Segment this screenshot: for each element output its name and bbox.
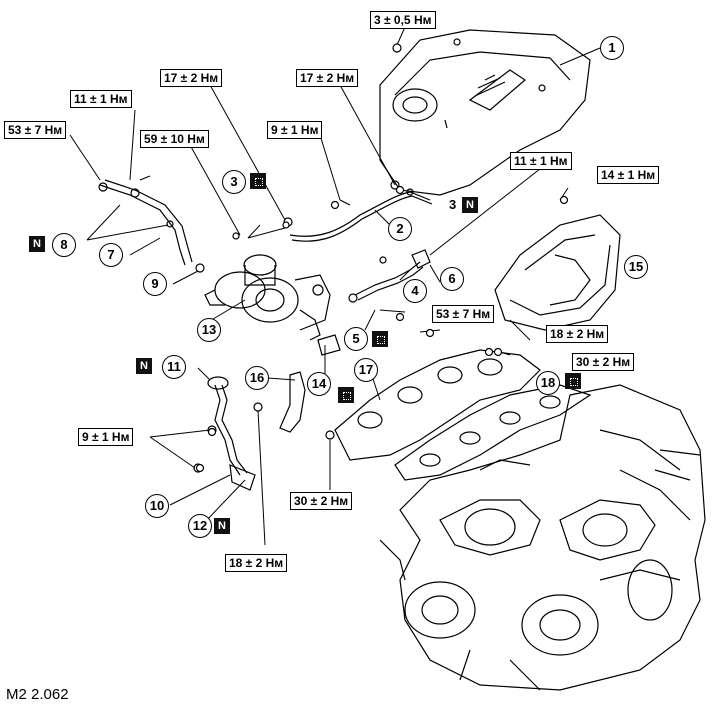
dot-mark-5 xyxy=(372,331,388,347)
torque-9-top: 9 ± 1 Нм xyxy=(267,121,323,139)
callout-15: 15 xyxy=(624,255,648,279)
engine-cover xyxy=(379,29,591,196)
torque-11-pipe: 11 ± 1 Нм xyxy=(70,90,132,108)
torque-14: 14 ± 1 Нм xyxy=(597,166,660,184)
new-part-mark-3n: N xyxy=(462,197,478,213)
leader-lines xyxy=(69,26,601,546)
callout-12: 12 xyxy=(188,514,212,538)
callout-6: 6 xyxy=(440,267,464,291)
torque-cover-bolt: 3 ± 0,5 Нм xyxy=(370,11,436,29)
callout-9: 9 xyxy=(143,272,167,296)
lower-water-pipe xyxy=(193,376,256,491)
torque-18-right: 18 ± 2 Нм xyxy=(546,325,609,343)
manifold-gasket xyxy=(394,384,592,481)
oil-feed-pipe xyxy=(283,180,433,242)
callout-13: 13 xyxy=(197,318,221,342)
bracket xyxy=(279,371,306,433)
torque-9-lower: 9 ± 1 Нм xyxy=(78,428,134,446)
exhaust-manifold xyxy=(334,349,541,461)
torque-17-right: 17 ± 2 Нм xyxy=(296,69,359,87)
torque-18-bottom: 18 ± 2 Нм xyxy=(225,554,288,572)
callout-11: 11 xyxy=(162,355,186,379)
callout-16: 16 xyxy=(245,366,269,390)
callout-3: 3 xyxy=(222,170,246,194)
torque-53-mid: 53 ± 7 Нм xyxy=(432,305,495,323)
new-part-mark-8: N xyxy=(29,236,45,252)
callout-8: 8 xyxy=(52,233,76,257)
torque-30-right: 30 ± 2 Нм xyxy=(572,353,635,371)
callout-5: 5 xyxy=(344,327,368,351)
label-3-beside-n: 3 xyxy=(449,197,457,212)
bolts xyxy=(195,43,569,473)
turbocharger xyxy=(204,254,331,341)
torque-59: 59 ± 10 Нм xyxy=(140,130,209,148)
dot-mark-3 xyxy=(250,173,266,189)
oil-return-pipe xyxy=(348,249,431,303)
callout-17: 17 xyxy=(354,358,378,382)
new-part-mark-11: N xyxy=(136,358,152,374)
torque-53-pipe: 53 ± 7 Нм xyxy=(4,121,67,139)
callout-14: 14 xyxy=(307,372,331,396)
torque-30-bottom: 30 ± 2 Нм xyxy=(290,492,353,510)
callout-1: 1 xyxy=(600,36,624,60)
callout-7: 7 xyxy=(99,243,123,267)
figure-code: M2 2.062 xyxy=(6,686,69,703)
dot-mark-14 xyxy=(338,387,354,403)
water-pipe-assembly xyxy=(98,175,193,266)
heat-shield xyxy=(494,214,621,331)
torque-11-right: 11 ± 1 Нм xyxy=(510,152,572,170)
new-part-mark-12: N xyxy=(214,518,230,534)
torque-17-left: 17 ± 2 Нм xyxy=(160,69,223,87)
dot-mark-18 xyxy=(565,373,581,389)
callout-10: 10 xyxy=(145,494,169,518)
callout-18: 18 xyxy=(536,371,560,395)
callout-2: 2 xyxy=(388,217,412,241)
callout-4: 4 xyxy=(403,279,427,303)
engine-block xyxy=(379,384,706,691)
gasket xyxy=(317,334,341,356)
